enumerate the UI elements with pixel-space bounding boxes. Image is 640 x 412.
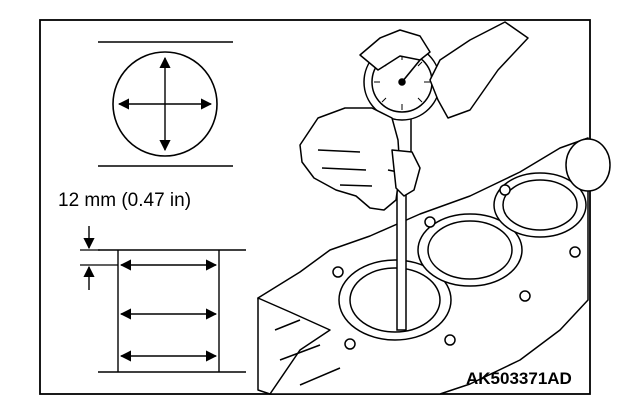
bore-circle-diagram — [98, 41, 233, 167]
thumb — [391, 149, 421, 197]
bolt-hole — [424, 216, 436, 228]
cylinder-bore-3-inner — [502, 179, 578, 231]
lower-hand — [299, 107, 401, 211]
dial-needle — [401, 59, 421, 83]
figure-code: AK503371AD — [466, 369, 572, 388]
bore-circle — [112, 51, 218, 157]
measurement-label: 12 mm (0.47 in) — [58, 190, 191, 211]
bolt-hole — [344, 338, 356, 350]
finger-lines — [317, 149, 399, 187]
bolt-hole — [444, 334, 456, 346]
upper-hand — [429, 21, 529, 119]
engine-block-front-face — [257, 297, 331, 395]
cylinder-bore-1-inner — [349, 267, 441, 333]
bolt-hole — [332, 266, 344, 278]
hands — [299, 21, 529, 211]
bolt-hole — [499, 184, 511, 196]
cylinder-bore-4 — [565, 138, 611, 192]
cylinder-side-diagram — [80, 226, 246, 373]
bolt-hole — [519, 290, 531, 302]
upper-sleeve — [359, 29, 431, 71]
engine-block — [257, 137, 611, 395]
dial-hub — [398, 78, 406, 86]
bolt-hole — [569, 246, 581, 258]
cylinder-bore-2-inner — [427, 220, 513, 280]
engine-block-detail — [274, 319, 341, 386]
